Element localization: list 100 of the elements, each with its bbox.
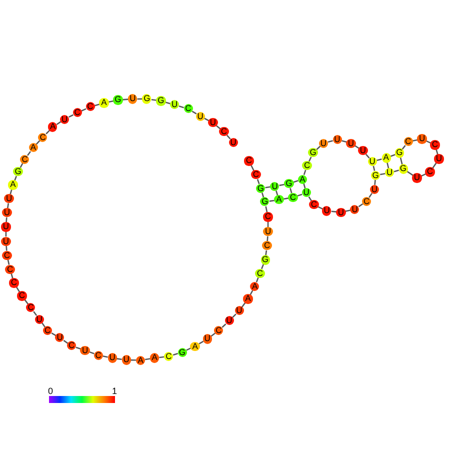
nucleotide-circle: U: [270, 182, 280, 191]
backbone-line: [68, 114, 74, 118]
backbone-line: [265, 186, 270, 188]
nucleotide-circle: U: [336, 208, 346, 217]
nucleotide-circle: C: [309, 200, 319, 210]
backbone-line: [151, 98, 156, 101]
nucleotide-circle: G: [13, 167, 23, 176]
nucleotide-circle: C: [184, 104, 193, 114]
nucleotide-circle: U: [4, 194, 14, 204]
nucleotide-circle: U: [2, 208, 12, 218]
scale-label: 1: [112, 387, 118, 396]
backbone-line: [222, 324, 226, 328]
nucleotide-circle: U: [370, 184, 379, 194]
scale-label: 0: [48, 387, 54, 396]
nucleotide-circle: C: [244, 156, 254, 166]
backbone-line: [81, 108, 86, 112]
nucleotide-circle: U: [302, 188, 311, 198]
nucleotide-circle: C: [20, 154, 30, 164]
backbone-line: [102, 355, 108, 358]
nucleotide-circle: U: [234, 306, 244, 316]
nucleotide-circle: G: [308, 148, 318, 158]
nucleotide-circle: C: [17, 291, 27, 301]
nucleotide-circle: U: [332, 134, 342, 144]
nucleotide-circle: U: [350, 204, 360, 214]
base-pair-line: [372, 166, 376, 171]
nucleotide-circle: C: [255, 268, 265, 278]
nucleotide-circle: U: [346, 138, 356, 148]
backbone-line: [328, 140, 333, 143]
nucleotide-circle: C: [9, 278, 19, 288]
nucleotide-circle: C: [362, 196, 372, 206]
nucleotide-circle: G: [284, 179, 294, 188]
nucleotide-circle: C: [288, 192, 298, 202]
nucleotide-circle: C: [262, 241, 272, 250]
backbone-line: [145, 358, 150, 360]
nucleotide-circle: U: [318, 138, 328, 148]
nucleotide-circle: U: [208, 118, 218, 128]
nucleotide-circle: U: [385, 168, 394, 178]
nucleotide-circle: C: [66, 341, 76, 350]
nucleotide-circle: U: [34, 314, 44, 324]
nucleotide-circle: C: [214, 326, 224, 336]
nucleotide-circle: C: [425, 167, 435, 177]
backbone-line: [376, 158, 382, 161]
nucleotide-circle: U: [60, 114, 70, 124]
backbone-line: [172, 352, 178, 356]
backbone-line: [366, 154, 370, 158]
nucleotide-circle: U: [55, 333, 64, 342]
nucleotide-circle: C: [251, 170, 261, 180]
nucleotide-circle: U: [228, 138, 238, 148]
nucleotide-circle: G: [113, 95, 123, 105]
nucleotide-circle: C: [164, 352, 174, 361]
backbone-line: [374, 180, 376, 185]
nucleotide-circle: U: [122, 355, 131, 365]
nucleotide-circle: C: [26, 303, 36, 312]
nucleotide-circle: G: [178, 348, 187, 357]
backbone-line: [116, 358, 122, 360]
backbone-line: [7, 203, 10, 208]
nucleotide-circle: A: [48, 122, 58, 132]
nucleotide-circle: G: [394, 148, 404, 158]
base-pair-line: [290, 188, 292, 194]
nucleotide-circle: U: [80, 346, 90, 355]
nucleotide-circle: U: [417, 134, 427, 144]
nucleotide-circle: G: [260, 197, 270, 206]
nucleotide-circle: G: [398, 164, 408, 174]
nucleotide-circle: U: [202, 334, 212, 344]
nucleotide-circle: C: [86, 102, 95, 112]
backbone-line: [279, 184, 284, 186]
nucleotide-circle: U: [358, 146, 368, 156]
backbone-line: [27, 151, 31, 156]
nucleotide-circle: U: [1, 222, 11, 232]
backbone-line: [297, 194, 302, 197]
nucleotide-circle: C: [42, 326, 52, 336]
nucleotide-circle: G: [371, 170, 380, 180]
nucleotide-circle: U: [263, 227, 273, 236]
nucleotide-circle: U: [1, 236, 11, 246]
nucleotide-circle: G: [142, 94, 152, 104]
nucleotide-circle: U: [412, 173, 422, 183]
nucleotide-circle: U: [196, 112, 205, 121]
nucleotide-circle: U: [368, 156, 377, 166]
backbone-line: [265, 250, 268, 256]
nucleotide-circle: C: [302, 161, 312, 170]
backbone-line: [380, 173, 386, 176]
base-pair-line: [276, 190, 278, 196]
backbone-line: [303, 170, 306, 176]
nucleotide-circle: C: [263, 212, 273, 222]
backbone-line: [192, 110, 197, 114]
nucleotide-circle: A: [298, 174, 308, 184]
nucleotide-circle: A: [382, 153, 391, 163]
backbone-line: [226, 134, 231, 140]
nucleotide-circle: G: [260, 255, 270, 264]
nucleotide-circle: U: [224, 316, 234, 326]
nucleotide-circle: C: [5, 264, 15, 274]
backbone-line: [159, 356, 164, 358]
nucleotide-circle: G: [156, 96, 166, 106]
nucleotide-circle: U: [170, 100, 180, 110]
nucleotide-circle: C: [72, 108, 82, 118]
nucleotide-circle: A: [99, 98, 109, 108]
nucleotide-circle: A: [243, 294, 253, 304]
backbone-line: [7, 260, 10, 265]
nucleotide-circle: C: [430, 140, 440, 150]
nucleotide-circle: A: [274, 195, 284, 204]
